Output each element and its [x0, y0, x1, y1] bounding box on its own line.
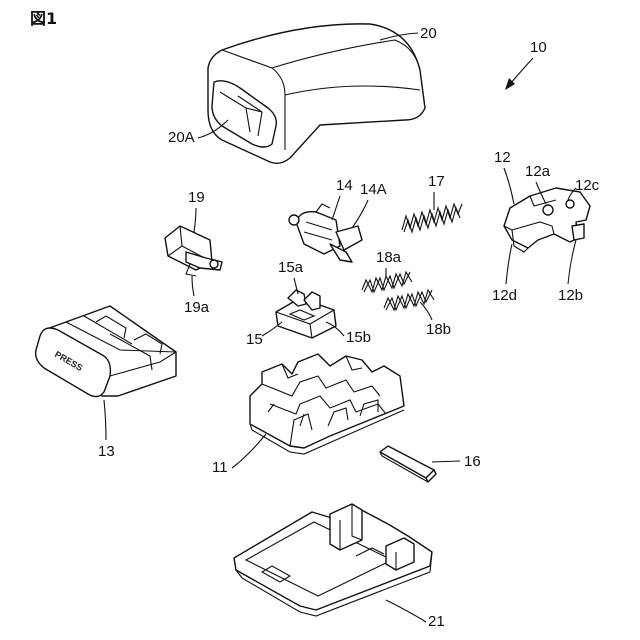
spring-part-17 [402, 204, 462, 232]
leader-12 [504, 168, 514, 204]
label-12c: 12c [575, 177, 600, 194]
label-15a: 15a [278, 259, 304, 276]
label-19: 19 [188, 189, 205, 206]
leader-14 [332, 196, 340, 220]
leader-16 [432, 461, 460, 462]
leader-18b [420, 302, 432, 320]
press-button-part-13: PRESS [36, 306, 176, 397]
front-cap-part-19 [165, 226, 222, 276]
label-12: 12 [494, 149, 511, 166]
label-20: 20 [420, 25, 437, 42]
leader-21 [386, 600, 426, 622]
label-17: 17 [428, 173, 445, 190]
leader-12b [568, 240, 576, 284]
base-part-21 [234, 504, 432, 616]
label-15: 15 [246, 331, 263, 348]
leader-14A [352, 200, 368, 228]
springs-part-18b [384, 290, 434, 310]
label-13: 13 [98, 443, 115, 460]
leader-12d [506, 244, 512, 284]
label-15b: 15b [346, 329, 371, 346]
lever-part-12 [504, 188, 590, 252]
leader-11 [232, 434, 266, 468]
label-10: 10 [530, 39, 547, 56]
label-16: 16 [464, 453, 481, 470]
leader-19a [192, 276, 194, 296]
pin-part-16 [380, 446, 436, 482]
label-11: 11 [212, 459, 228, 476]
hook-part-14 [289, 204, 362, 262]
label-14: 14 [336, 177, 353, 194]
figure-title: 図1 [30, 9, 57, 28]
label-21: 21 [428, 613, 445, 630]
label-12d: 12d [492, 287, 517, 304]
leader-19 [194, 208, 196, 232]
leader-15 [262, 322, 282, 336]
label-18a: 18a [376, 249, 402, 266]
springs-part-18a [362, 272, 412, 292]
assembly-arrow-line [510, 58, 533, 84]
leader-13 [104, 400, 106, 440]
cover-part-20 [208, 24, 425, 163]
label-20A: 20A [168, 129, 195, 146]
label-14A: 14A [360, 181, 387, 198]
slider-part-15 [276, 290, 336, 338]
label-12a: 12a [525, 163, 551, 180]
label-18b: 18b [426, 321, 451, 338]
label-12b: 12b [558, 287, 583, 304]
frame-part-11 [250, 354, 404, 454]
label-19a: 19a [184, 299, 210, 316]
